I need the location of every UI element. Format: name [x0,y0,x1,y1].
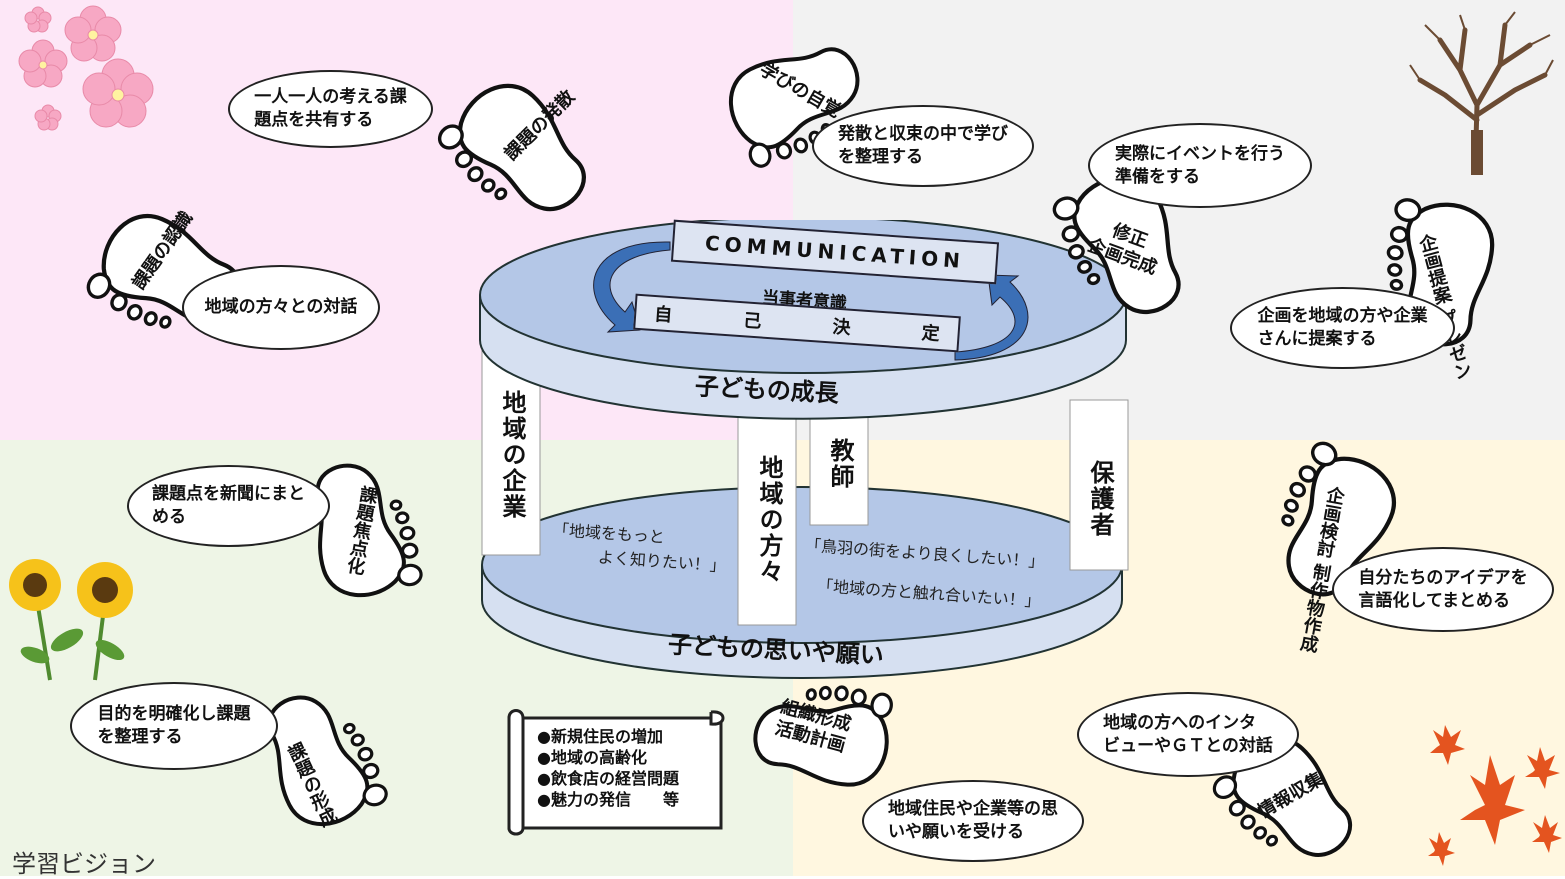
pillar-hogosha [1069,399,1129,571]
autumn-leaves-icon [1428,725,1562,866]
bubble-kyoyu-line-1: 一人一人の考える課 [254,87,407,108]
bubble-taiwa: 地域の方々との対話 [182,265,380,350]
central-pedestal [479,220,1129,679]
bubble-kyoyu-line-2: 題点を共有する [254,110,374,130]
bubble-event: 実際にイベントを行う準備をする [1088,123,1312,208]
bubble-negai: 地域住民や企業等の思いや願いを受ける [862,780,1084,862]
bubble-interview-line-1: 地域の方へのインタ [1103,712,1257,733]
bubble-shinbun-line-1: 課題点を新聞にまと [152,484,305,505]
scroll-icon [507,709,725,836]
bubble-event-line-1: 実際にイベントを行う [1115,143,1285,164]
pillar-label-kyoshi: 教師 [826,438,854,490]
pillar-kyoshi [809,399,869,526]
sunflower-icon [9,559,133,681]
bubble-negai-line-1: 地域住民や企業等の思 [888,799,1058,820]
bubble-seiri: 発散と収束の中で学びを整理する [812,105,1034,187]
bubble-taiwa-text: 地域の方々との対話 [204,297,358,318]
pillar-label-kigyo: 地域の企業 [498,390,526,520]
bubble-mokuteki-line-1: 目的を明確化し課題 [97,704,251,725]
sakura-icon [18,5,154,131]
page-caption: 学習ビジョン [12,850,156,878]
bubble-event-line-2: 準備をする [1115,166,1200,187]
bubble-gengo-line-2: 言語化してまとめる [1358,590,1511,611]
bubble-shinbun-line-2: める [152,507,186,527]
list-item: ●飲食店の経営問題 [537,769,679,788]
pillar-katagata [737,399,797,626]
bubble-mokuteki: 目的を明確化し課題を整理する [70,682,278,770]
bubble-interview: 地域の方へのインタビューやＧＴとの対話 [1077,692,1299,777]
bubble-negai-line-2: いや願いを受ける [888,822,1024,842]
bubble-interview-line-2: ビューやＧＴとの対話 [1103,735,1273,756]
bubble-kyoyu: 一人一人の考える課題点を共有する [228,70,433,148]
list-item: ●新規住民の増加 [537,727,663,746]
bubble-kigyo-line-2: さんに提案する [1257,329,1377,349]
cycle-arrow-left [593,241,671,333]
pillar-label-katagata: 地域の方々 [755,455,783,585]
bubble-shinbun: 課題点を新聞にまとめる [127,465,330,547]
list-item: ●魅力の発信 等 [537,790,679,809]
pillar-label-hogosha: 保護者 [1086,460,1114,538]
issues-list: ●新規住民の増加 ●地域の高齢化 ●飲食店の経営問題 ●魅力の発信 等 [537,726,679,810]
winter-tree-icon [1409,11,1554,175]
bubble-kigyo-line-1: 企画を地域の方や企業 [1257,306,1428,327]
bubble-mokuteki-line-2: を整理する [97,727,183,747]
bubble-kigyo: 企画を地域の方や企業さんに提案する [1230,287,1455,369]
bubble-gengo: 自分たちのアイデアを言語化してまとめる [1332,547,1554,632]
bubble-gengo-line-1: 自分たちのアイデアを [1358,567,1528,588]
list-item: ●地域の高齢化 [537,748,647,767]
bubble-seiri-line-2: を整理する [838,147,923,167]
bubble-seiri-line-1: 発散と収束の中で学び [838,124,1008,145]
